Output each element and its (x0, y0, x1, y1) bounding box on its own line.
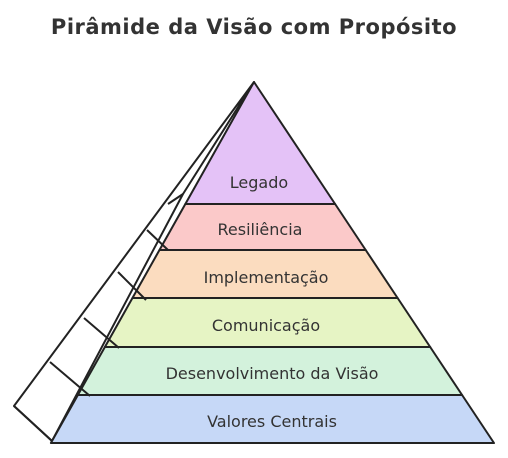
tier-label-resiliencia: Resiliência (218, 220, 303, 239)
pyramid-left-steps (13, 193, 184, 442)
tier-label-legado: Legado (230, 173, 288, 192)
page-title: Pirâmide da Visão com Propósito (50, 15, 458, 39)
tier-valores (49, 394, 495, 444)
tier-label-desenvolvimento: Desenvolvimento da Visão (166, 364, 379, 383)
tier-label-valores: Valores Centrais (207, 412, 337, 431)
tier-label-comunicacao: Comunicação (212, 316, 320, 335)
tier-label-implementacao: Implementação (204, 268, 329, 287)
